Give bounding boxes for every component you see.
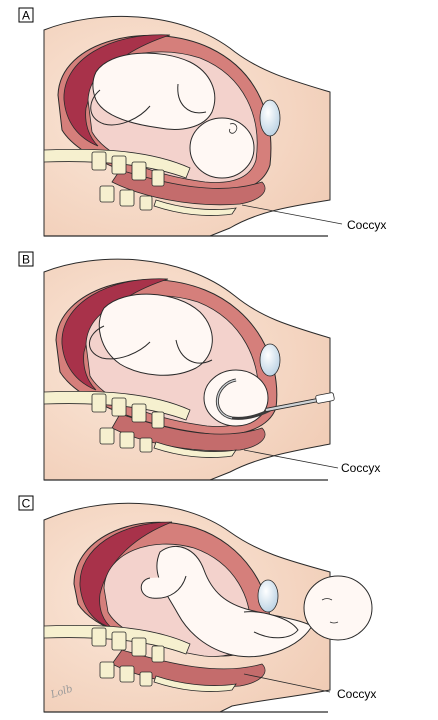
fetus-arm-a [177, 83, 207, 114]
fetus-leg-c [140, 575, 187, 599]
fetus-body-b [98, 293, 213, 376]
fetus-arm-b [175, 339, 213, 364]
fetus-body-a [92, 52, 216, 130]
coccyx-leader-b [243, 449, 339, 469]
coccyx-label-b: Coccyx [341, 461, 380, 475]
panel-c-letter-box [18, 495, 34, 511]
coccyx-label-a: Coccyx [347, 218, 386, 232]
vacuum-extractor-b [215, 378, 335, 420]
newborn-eye-c [321, 598, 333, 601]
panel-a-letter: A [22, 9, 30, 23]
fetus-leg-b [89, 325, 151, 360]
panel-a-letter-box [18, 7, 34, 23]
panel-b-letter-box [18, 251, 34, 267]
coccyx-leader-c [243, 673, 331, 693]
panel-b: B Coccyx [18, 251, 380, 481]
fetus-leg-a [90, 89, 151, 126]
pelvic-floor-a [111, 169, 266, 206]
newborn-head-c [303, 575, 373, 641]
bladder-b [259, 343, 281, 377]
spine-c [43, 625, 237, 692]
newborn-mouth-c [329, 621, 339, 624]
spine-a [43, 149, 237, 216]
coccyx-label-c: Coccyx [337, 687, 376, 701]
panel-c-letter: C [22, 497, 31, 511]
panel-b-letter: B [22, 253, 30, 267]
coccyx-leader-a [241, 204, 343, 225]
bladder-a [259, 99, 281, 137]
fetus-arm-c [243, 611, 299, 639]
spine-b [43, 391, 237, 458]
fetus-head-a [189, 117, 255, 179]
bladder-c [257, 579, 279, 613]
panel-a: A Coccyx [18, 7, 386, 237]
panel-c: C Coccyx Lolb [18, 495, 376, 713]
fetus-ear-a [229, 123, 238, 134]
